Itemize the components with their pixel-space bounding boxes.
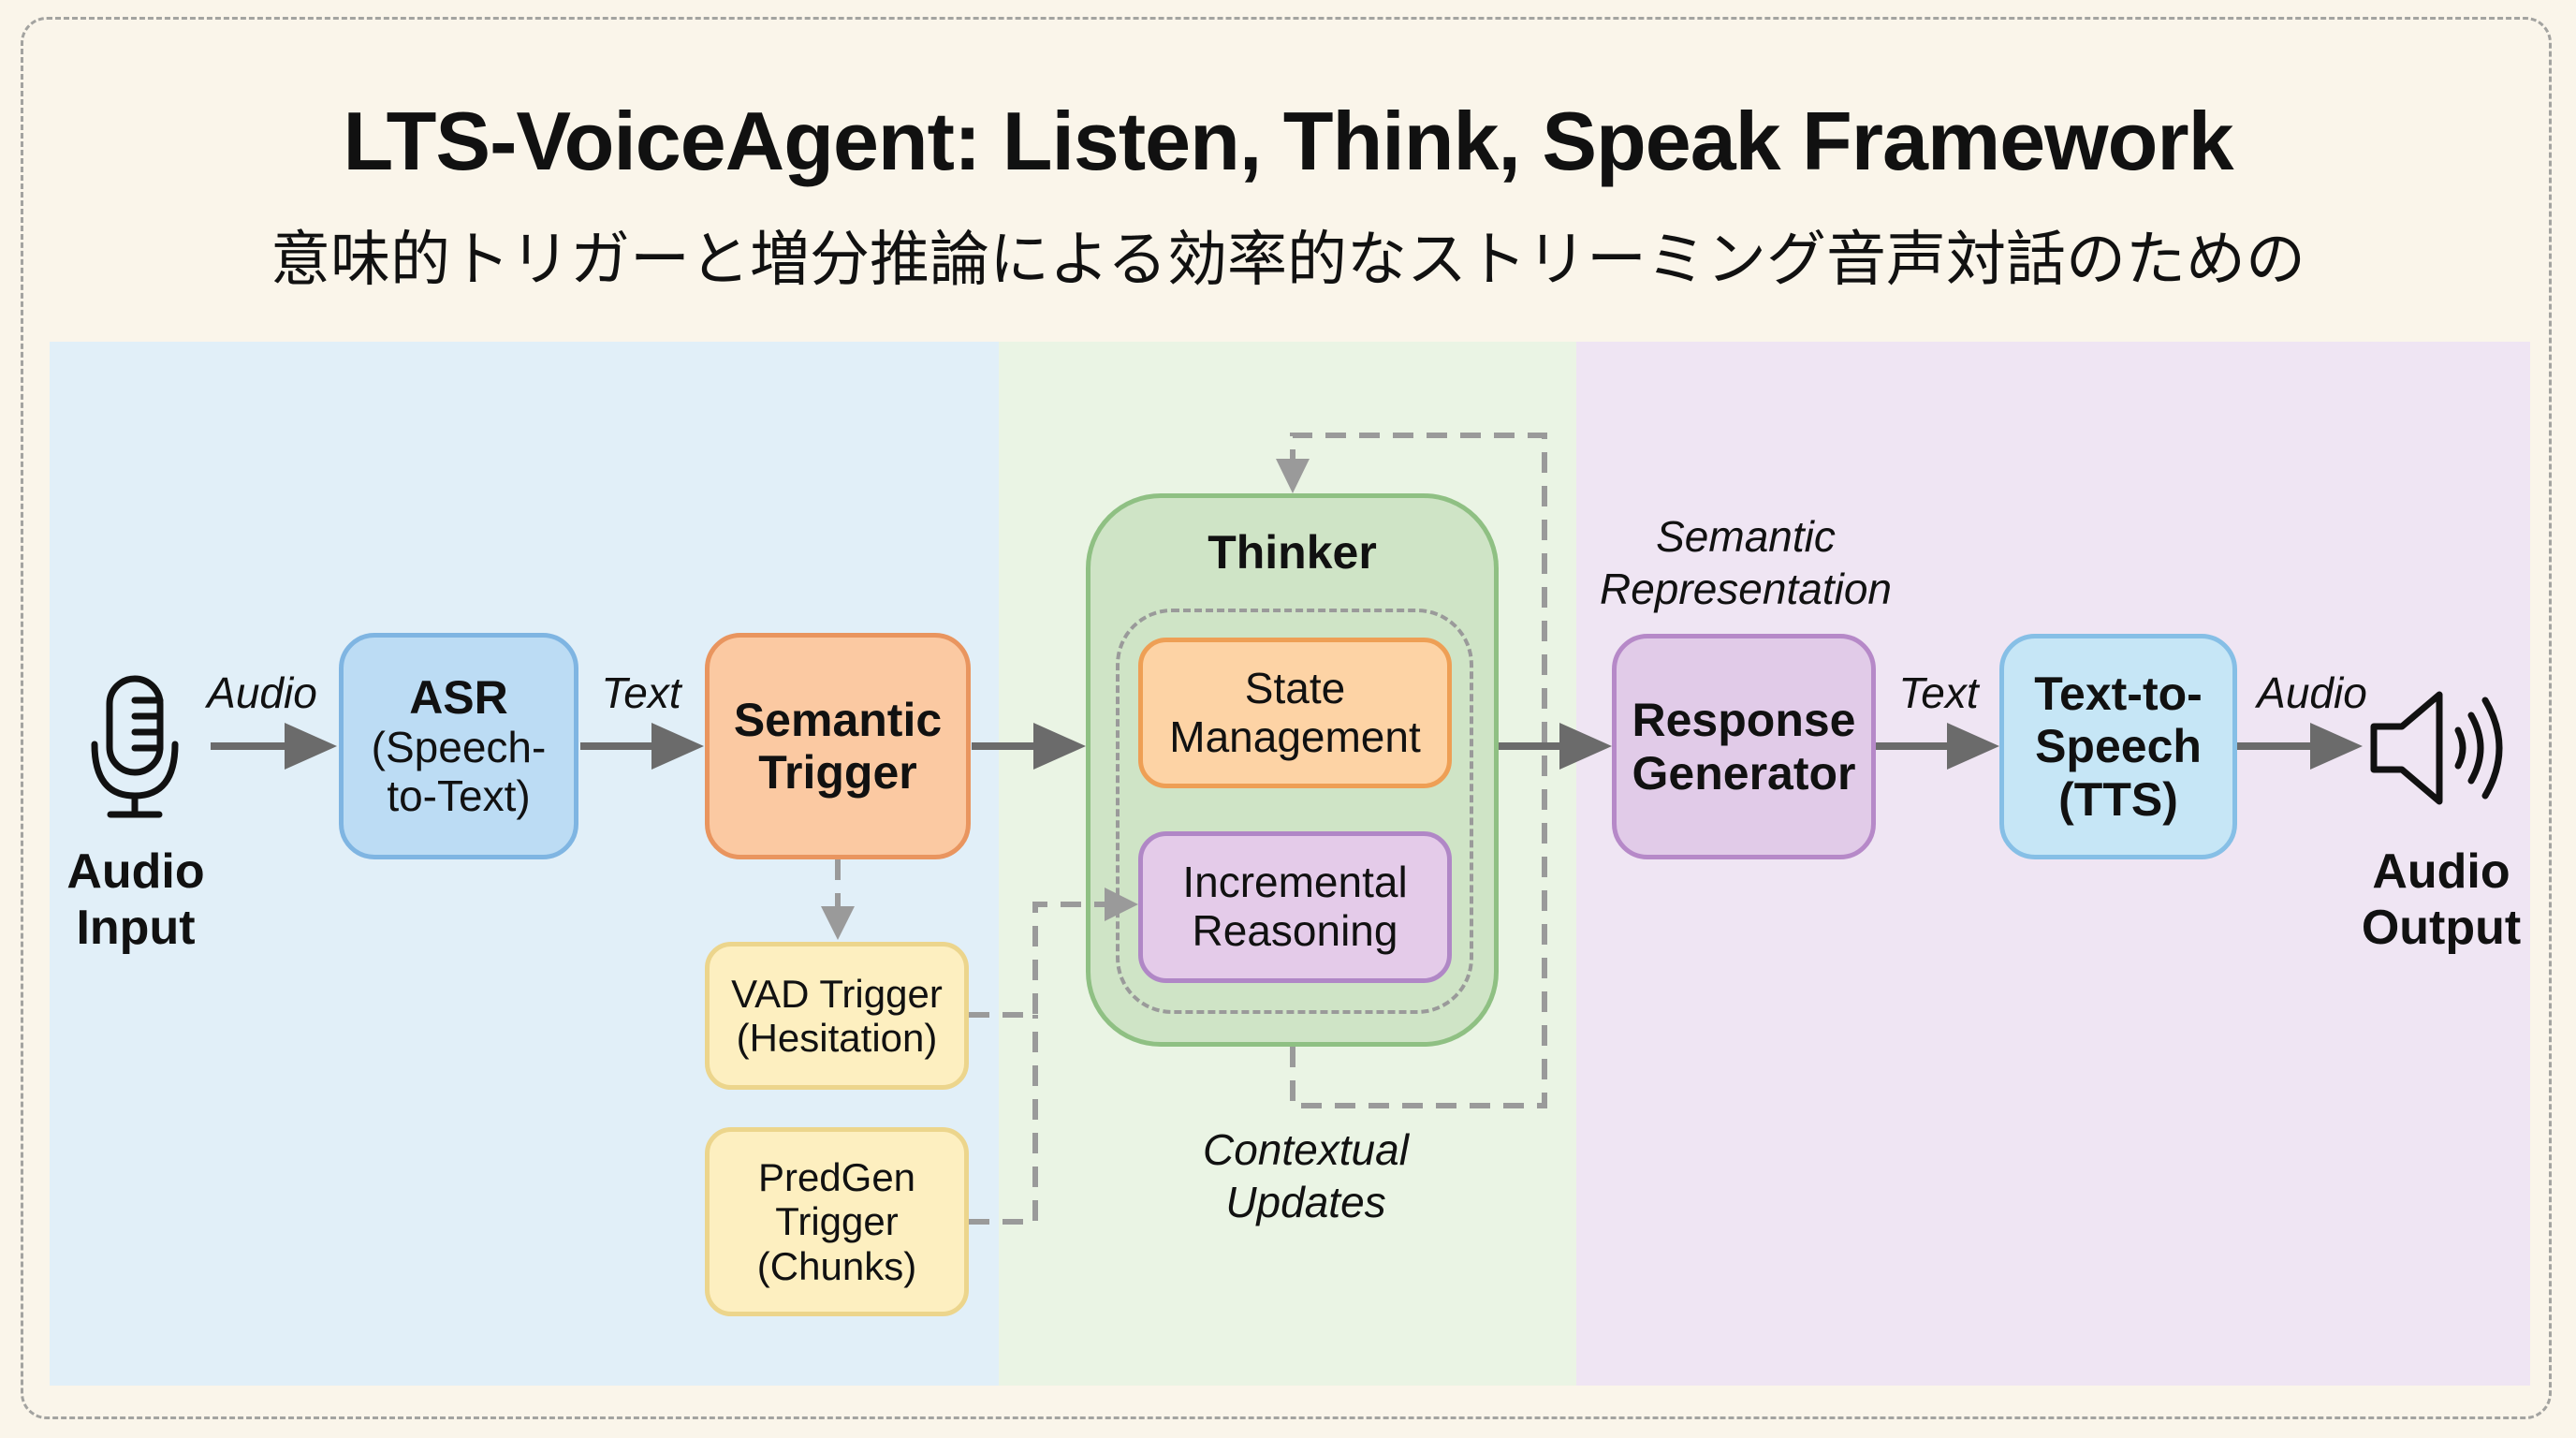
- arrowhead-trigger-to-thinker: [1033, 723, 1086, 770]
- vad-trigger-node: VAD Trigger (Hesitation): [705, 942, 969, 1090]
- audio-output-label: Audio Output: [2361, 844, 2522, 955]
- edge-label-audio-out: Audio: [2257, 668, 2367, 717]
- edge-label-contextual-updates: Contextual Updates: [1203, 1125, 1409, 1227]
- response-generator-node: Response Generator: [1612, 634, 1876, 859]
- diagram-frame: [21, 17, 2552, 1419]
- diagram-subtitle: 意味的トリガーと増分推論による効率的なストリーミング音声対話のための: [270, 226, 2306, 295]
- microphone-icon: [91, 675, 179, 818]
- asr-title: ASR: [409, 670, 508, 724]
- arrowhead-thinker-to-response: [1559, 723, 1612, 770]
- diagram-title: LTS-VoiceAgent: Listen, Think, Speak Fra…: [343, 95, 2233, 187]
- edge-label-text-tts: Text: [1898, 668, 1979, 717]
- arrowhead-tts-to-speaker: [2310, 723, 2363, 770]
- edge-label-semantic-representation: Semantic Representation: [1600, 512, 1892, 614]
- asr-subtitle: (Speech- to-Text): [371, 723, 547, 821]
- state-management-node: State Management: [1138, 638, 1452, 788]
- dashed-predgen-to-reasoning: [969, 1015, 1038, 1225]
- arrowhead-response-to-tts: [1947, 723, 1999, 770]
- incremental-reasoning-node: Incremental Reasoning: [1138, 831, 1452, 983]
- arrowhead-trigger-to-vad: [821, 906, 855, 940]
- thinker-title: Thinker: [1208, 525, 1377, 579]
- dashed-contextual-updates-loop: [1290, 433, 1547, 1108]
- arrowhead-asr-to-trigger: [651, 723, 704, 770]
- flow-arrows: [211, 723, 2363, 770]
- dashed-vad-to-reasoning: [969, 902, 1114, 1018]
- thinker-inner-group: [1116, 609, 1473, 1014]
- audio-input-label: Audio Input: [66, 844, 205, 955]
- predgen-trigger-node: PredGen Trigger (Chunks): [705, 1127, 969, 1316]
- arrowhead-loop-to-thinker: [1276, 459, 1310, 493]
- arrowhead-mic-to-asr: [285, 723, 337, 770]
- arrowhead-to-reasoning: [1105, 888, 1138, 921]
- speak-panel: [1576, 342, 2530, 1386]
- asr-node: ASR (Speech- to-Text): [339, 633, 578, 859]
- tts-node: Text-to- Speech (TTS): [1999, 634, 2237, 859]
- edge-label-audio-in: Audio: [207, 668, 317, 717]
- semantic-trigger-node: Semantic Trigger: [705, 633, 971, 859]
- speaker-icon: [2370, 691, 2503, 805]
- edge-label-text-asr: Text: [601, 668, 681, 717]
